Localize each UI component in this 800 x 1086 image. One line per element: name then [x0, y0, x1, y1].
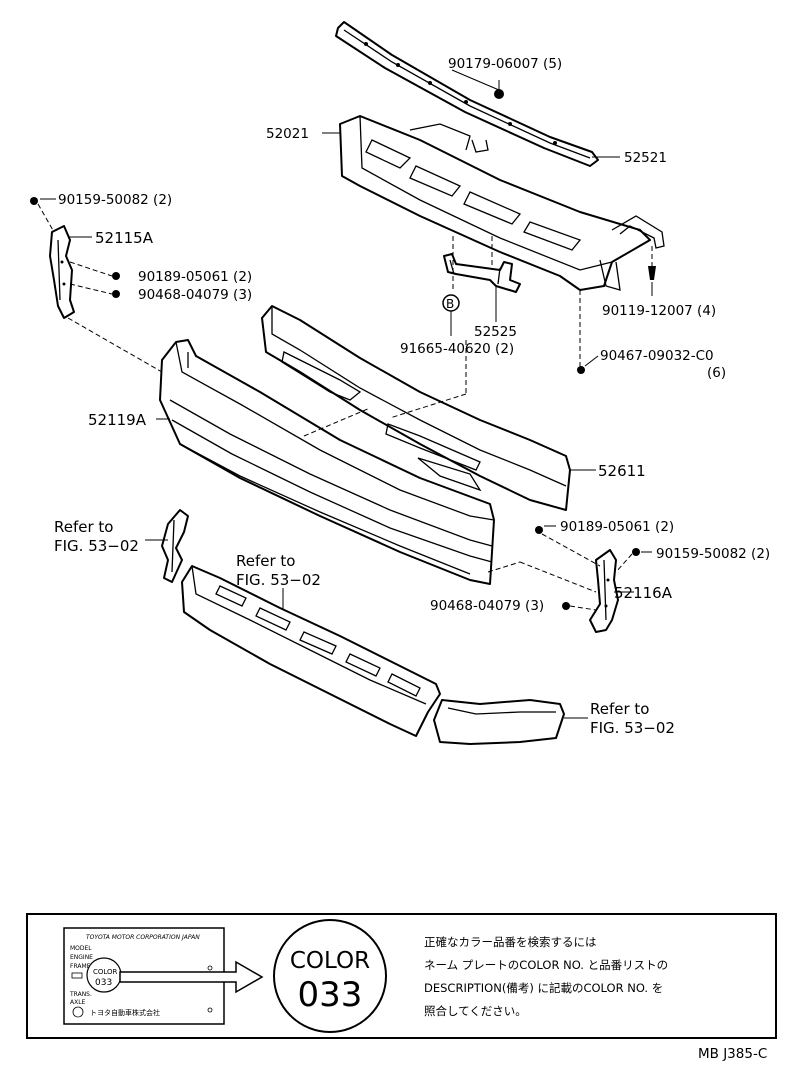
label-52115a: 52115A: [95, 229, 154, 247]
color-info-box: TOYOTA MOTOR CORPORATION JAPAN MODEL ENG…: [26, 913, 777, 1039]
ref-mid-line2: FIG. 53−02: [236, 571, 321, 589]
bumper-cover: [159, 339, 495, 585]
ref-right-line1: Refer to: [590, 700, 649, 718]
plate-title: TOYOTA MOTOR CORPORATION JAPAN: [86, 934, 200, 941]
note-line-1: 正確なカラー品番を検索するには: [424, 935, 597, 949]
bracket-52525: [443, 253, 521, 293]
clip-90467-icon: [577, 366, 585, 374]
ref-left-line1: Refer to: [54, 518, 113, 536]
plate-row-4: AXLE: [70, 999, 86, 1006]
plate-row-3: TRANS.: [69, 991, 92, 998]
label-52525: 52525: [474, 324, 517, 340]
lower-bracket-left: [161, 509, 189, 583]
label-52611: 52611: [598, 462, 646, 480]
lower-spoiler: [181, 565, 441, 737]
big-color-label: COLOR: [290, 948, 370, 974]
label-90468-left: 90468-04079 (3): [138, 287, 252, 303]
plate-row-1: ENGINE: [70, 954, 93, 961]
clip-90468-right-icon: [562, 602, 570, 610]
label-91665: 91665-40620 (2): [400, 341, 514, 357]
plate-row-0: MODEL: [70, 945, 92, 952]
label-52116a: 52116A: [614, 584, 673, 602]
side-retainer-left: [49, 225, 75, 319]
clip-90189-right-icon: [535, 526, 543, 534]
label-90159-right: 90159-50082 (2): [656, 546, 770, 562]
big-color-code: 033: [298, 975, 363, 1015]
ref-left-line2: FIG. 53−02: [54, 537, 139, 555]
label-52521: 52521: [624, 150, 667, 166]
side-retainer-right: [589, 549, 619, 633]
screw-90159-right-icon: [632, 548, 640, 556]
ref-mid-line1: Refer to: [236, 552, 295, 570]
label-90468-right: 90468-04079 (3): [430, 598, 544, 614]
clip-90189-left-icon: [112, 272, 120, 280]
plate-footer: トヨタ自動車株式会社: [90, 1008, 160, 1017]
color-code-badge: COLOR 033: [273, 919, 387, 1033]
note-line-2: ネーム プレートのCOLOR NO. と品番リストの: [424, 958, 668, 972]
plate-color-label: COLOR: [93, 968, 118, 976]
bumper-reinforcement: [339, 115, 665, 291]
note-line-4: 照合してください。: [424, 1004, 527, 1018]
plate-color-code: 033: [95, 978, 112, 988]
label-52021: 52021: [266, 126, 309, 142]
clip-90468-left-icon: [112, 290, 120, 298]
label-90189-left: 90189-05061 (2): [138, 269, 252, 285]
label-90189-right: 90189-05061 (2): [560, 519, 674, 535]
circle-b-label: B: [446, 297, 454, 311]
bolt-90179-icon: [494, 80, 504, 99]
plate-row-2: FRAME NO.: [70, 963, 103, 970]
label-90179: 90179-06007 (5): [448, 56, 562, 72]
arrow-right-icon: [119, 960, 264, 994]
figure-id: MB J385-C: [698, 1046, 767, 1062]
bumper-extension-right: [433, 699, 565, 745]
upper-retainer-strip: [335, 21, 599, 167]
bolt-90119-icon: [648, 266, 656, 296]
note-line-3: DESCRIPTION(備考) に記載のCOLOR NO. を: [424, 981, 663, 995]
label-52119a: 52119A: [88, 411, 147, 429]
clip-91665-icon: B: [442, 294, 460, 312]
label-90467: 90467-09032-C0: [600, 348, 714, 364]
screw-90159-left-icon: [30, 197, 38, 205]
ref-right-line2: FIG. 53−02: [590, 719, 675, 737]
label-90467-qty: (6): [707, 365, 726, 381]
label-90159-left: 90159-50082 (2): [58, 192, 172, 208]
label-90119: 90119-12007 (4): [602, 303, 716, 319]
